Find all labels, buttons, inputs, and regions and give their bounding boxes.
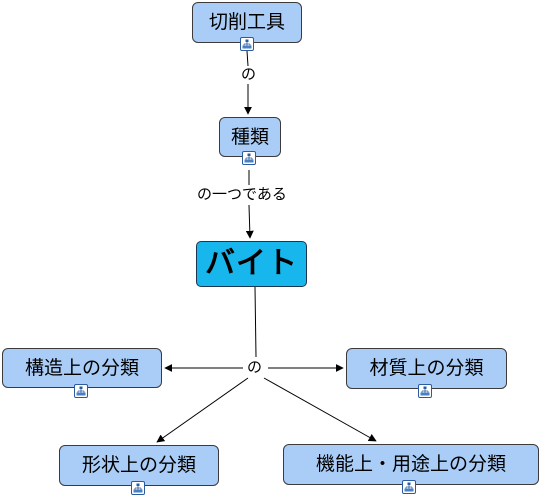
node-shape-class-label: 形状上の分類 xyxy=(81,454,196,476)
edge-label-to-bite xyxy=(245,204,254,239)
node-kind-label: 種類 xyxy=(230,125,269,148)
node-function-class[interactable]: 機能上・用途上の分類 xyxy=(283,444,539,485)
edge-tools-to-label xyxy=(246,50,249,67)
node-bite[interactable]: バイト xyxy=(196,241,307,287)
node-material-class-label: 材質上の分類 xyxy=(369,357,484,379)
node-bite-label: バイト xyxy=(205,246,298,281)
hierarchy-icon[interactable] xyxy=(240,37,254,51)
edge-bite-to-label xyxy=(254,286,257,358)
node-structure-class-label: 構造上の分類 xyxy=(24,356,139,379)
hierarchy-icon[interactable] xyxy=(242,151,256,165)
edge-to-function xyxy=(263,377,377,442)
node-shape-class[interactable]: 形状上の分類 xyxy=(59,445,219,486)
edge-to-shape xyxy=(156,377,249,443)
link-label-is-one-of: の一つである xyxy=(195,185,289,203)
hierarchy-icon[interactable] xyxy=(402,480,416,494)
hierarchy-icon[interactable] xyxy=(74,384,88,398)
hierarchy-icon[interactable] xyxy=(418,384,432,398)
node-structure-class[interactable]: 構造上の分類 xyxy=(2,348,162,388)
node-function-class-label: 機能上・用途上の分類 xyxy=(315,453,506,475)
node-kind[interactable]: 種類 xyxy=(219,117,281,157)
node-material-class[interactable]: 材質上の分類 xyxy=(346,348,507,389)
link-label-of-2: の xyxy=(245,358,265,376)
link-label-of-1: の xyxy=(239,65,259,83)
node-cutting-tools-label: 切削工具 xyxy=(208,11,285,33)
hierarchy-icon[interactable] xyxy=(131,481,145,495)
